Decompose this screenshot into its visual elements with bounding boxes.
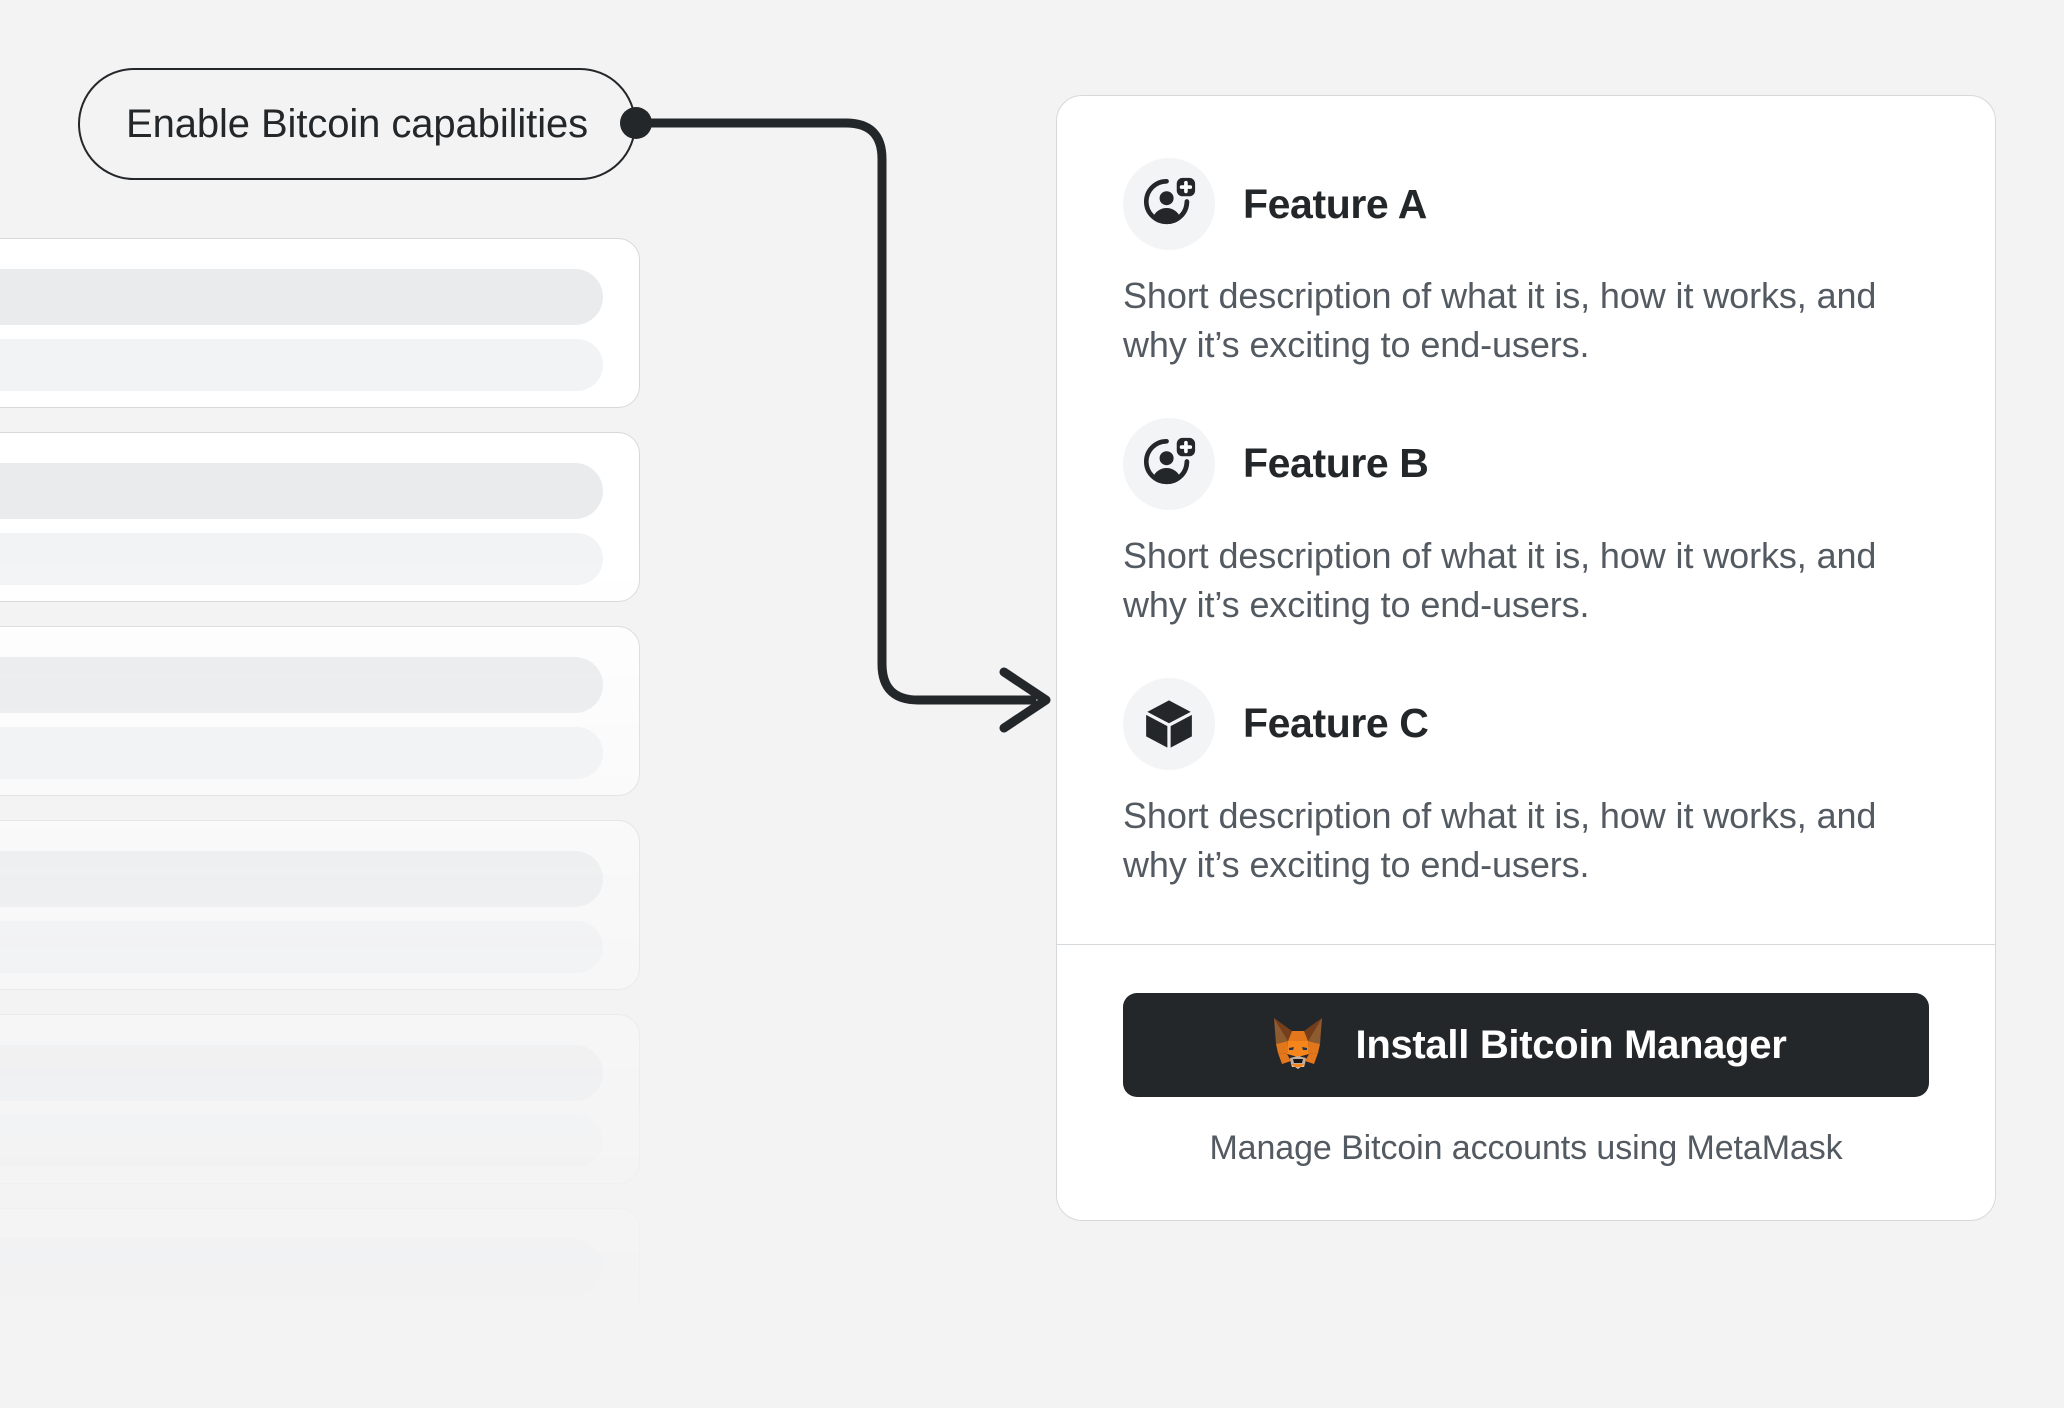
card-divider [1057,943,1995,946]
feature-row: Feature C Short description of what it i… [1123,677,1929,890]
feature-description: Short description of what it is, how it … [1123,794,1877,885]
add-user-icon [1123,417,1215,510]
install-button-label: Install Bitcoin Manager [1355,1022,1787,1067]
feature-header: Feature A [1123,158,1929,250]
card-footer: Install Bitcoin Manager Manage Bitcoin a… [1057,945,1995,1220]
skeleton-bar-secondary [0,1115,603,1167]
skeleton-card [0,1014,640,1184]
metamask-fox-icon [1266,1014,1330,1077]
skeleton-bar-primary [0,1045,603,1101]
feature-title: Feature C [1243,700,1429,747]
skeleton-placeholder-list [0,238,640,1408]
feature-description: Short description of what it is, how it … [1123,534,1877,625]
skeleton-card [0,626,640,796]
skeleton-card [0,1208,640,1378]
cube-icon [1123,677,1215,770]
skeleton-card [0,820,640,990]
skeleton-bar-primary [0,463,603,519]
skeleton-bar-secondary [0,921,603,973]
feature-header: Feature C [1123,677,1929,770]
skeleton-bar-secondary [0,533,603,585]
annotation-callout-pill: Enable Bitcoin capabilities [78,68,637,180]
skeleton-bar-secondary [0,1309,603,1361]
feature-title: Feature A [1243,180,1427,227]
feature-row: Feature A Short description of what it i… [1123,158,1929,370]
skeleton-card [0,238,640,408]
feature-list: Feature A Short description of what it i… [1057,96,1995,944]
annotation-label: Enable Bitcoin capabilities [126,101,589,146]
footer-caption: Manage Bitcoin accounts using MetaMask [1209,1129,1843,1168]
skeleton-bar-primary [0,269,603,325]
feature-card: Feature A Short description of what it i… [1056,95,1996,1222]
skeleton-bar-primary [0,851,603,907]
skeleton-bar-primary [0,1239,603,1295]
feature-header: Feature B [1123,417,1929,510]
skeleton-bar-primary [0,657,603,713]
feature-row: Feature B Short description of what it i… [1123,417,1929,630]
feature-description: Short description of what it is, how it … [1123,275,1877,365]
skeleton-bar-secondary [0,339,603,391]
connector-dot [620,107,652,139]
skeleton-card [0,432,640,602]
skeleton-bar-secondary [0,727,603,779]
add-user-icon [1123,158,1215,250]
feature-title: Feature B [1243,440,1429,487]
install-bitcoin-manager-button[interactable]: Install Bitcoin Manager [1123,993,1929,1098]
